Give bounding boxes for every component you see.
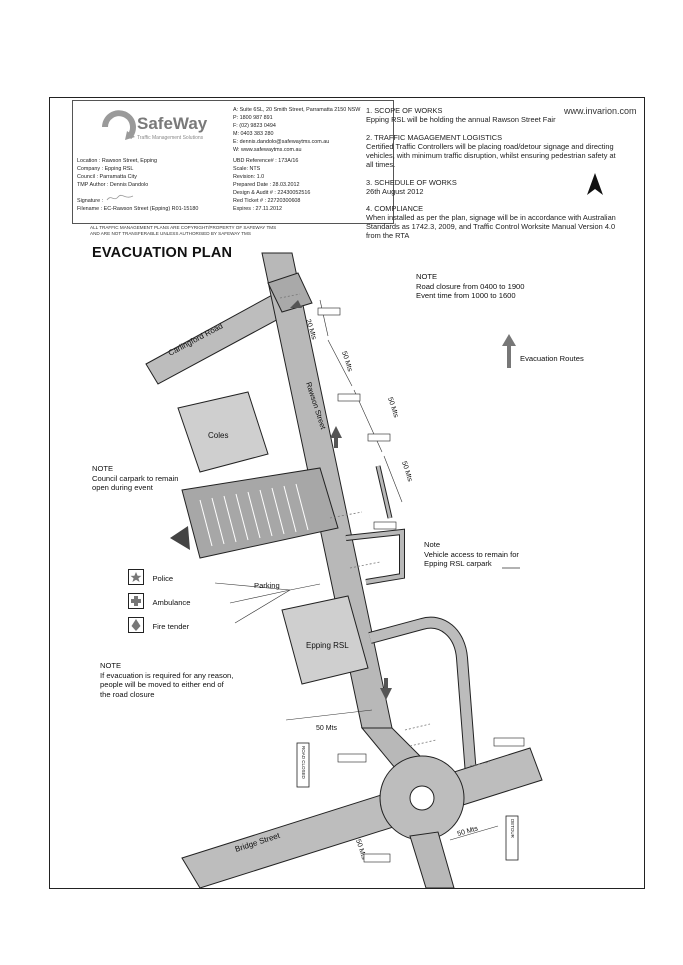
- fire-tender-icon: [128, 616, 144, 633]
- contact-block: A: Suite 6SL, 20 Smith Street, Parramatt…: [233, 106, 360, 154]
- road-closure-note: NOTE Road closure from 0400 to 1900 Even…: [416, 272, 525, 300]
- police-icon: [128, 568, 144, 585]
- carpark-bay-lines: [199, 483, 309, 547]
- red-ticket: Red Ticket # : 22720300608: [233, 198, 301, 204]
- legend-ambulance: Ambulance: [128, 592, 190, 610]
- distance-label: 50 Mts: [340, 350, 353, 373]
- roundabout-island: [409, 785, 435, 811]
- safeway-logo: SafeWay Traffic Management Solutions: [102, 110, 208, 141]
- detour-board-icon: [505, 815, 519, 861]
- ubd-reference: UBD Reference# : 173A/16: [233, 158, 299, 164]
- council-carpark-note: NOTE Council carpark to remain open duri…: [92, 464, 179, 492]
- compliance-section: 4. COMPLIANCE When installed as per the …: [366, 204, 628, 240]
- logistics-section: 2. TRAFFIC MAGAGEMENT LOGISTICS Certifie…: [366, 133, 616, 169]
- svg-text:ROAD CLOSED: ROAD CLOSED: [301, 746, 306, 780]
- parking-pointer-lines: [214, 582, 321, 624]
- side-lane: [376, 465, 392, 519]
- distance-label: 50 Mts: [386, 396, 399, 419]
- contact-fax: F: (02) 9823 0494: [233, 123, 276, 129]
- road-evacuation-arrows: [290, 300, 392, 700]
- contact-phone: P: 1800 987 891: [233, 115, 273, 121]
- plan-title: EVACUATION PLAN: [92, 245, 233, 261]
- road-closed-sign-icon: [493, 737, 525, 747]
- distance-label: 50 Mts: [457, 825, 480, 838]
- logo-text: SafeWay: [137, 114, 208, 133]
- distance-label: 50 Mts: [400, 460, 413, 483]
- design-audit: Design & Audit # : 22430052516: [233, 190, 311, 196]
- svg-text:DETOUR: DETOUR: [510, 819, 515, 839]
- legend-police: Police: [128, 568, 173, 586]
- coles-building: [177, 391, 269, 473]
- schedule-body: 26th August 2012: [366, 187, 424, 196]
- revision-field: Revision: 1.0: [233, 174, 265, 180]
- contact-email[interactable]: E: dennis.dandolo@safewaytms.com.au: [233, 139, 330, 145]
- evacuation-note: NOTE If evacuation is required for any r…: [100, 661, 234, 699]
- project-details: Location : Rawson Street, Epping Company…: [77, 157, 198, 213]
- distance-label: 50 Mts: [316, 725, 338, 732]
- road-closed-sign-icon: [367, 433, 391, 442]
- rsl-access-drive: [345, 529, 404, 584]
- legend-fire-tender: Fire tender: [128, 616, 189, 634]
- rsl-carpark-lane: [368, 617, 477, 789]
- schedule-section: 3. SCHEDULE OF WORKS 26th August 2012: [366, 178, 586, 196]
- scope-body: Epping RSL will be holding the annual Ra…: [366, 115, 556, 124]
- parking-label: Parking: [254, 581, 280, 590]
- author-field: TMP Author : Dennis Dandolo: [77, 182, 149, 188]
- epping-rsl-label: Epping RSL: [306, 641, 349, 650]
- evacuation-routes-label: Evacuation Routes: [520, 354, 584, 363]
- bridge-street: [181, 747, 543, 888]
- plan-sheet: SafeWay Traffic Management Solutions A: …: [49, 97, 645, 889]
- coles-label: Coles: [208, 431, 228, 440]
- logistics-body: Certified Traffic Controllers will be pl…: [366, 142, 616, 169]
- council-field: Council : Parramatta City: [77, 174, 137, 180]
- contact-address: A: Suite 6SL, 20 Smith Street, Parramatt…: [233, 107, 361, 113]
- location-field: Location : Rawson Street, Epping: [77, 158, 158, 164]
- carlingford-intersection: [267, 272, 313, 313]
- compliance-heading: 4. COMPLIANCE: [366, 204, 424, 213]
- evacuation-route-arrow-icon: [502, 334, 516, 368]
- contact-mobile: M: 0403 383 280: [233, 131, 274, 137]
- expires-field: Expires : 27.11.2012: [233, 206, 283, 212]
- signature-scribble: [106, 194, 133, 201]
- copyright-disclaimer: ALL TRAFFIC MANAGEMENT PLANS ARE COPYRIG…: [90, 225, 277, 236]
- road-closed-sign-icon: [337, 393, 361, 402]
- road-closed-sign-icon: [337, 753, 367, 763]
- logo-tagline: Traffic Management Solutions: [137, 135, 204, 141]
- signature-field: Signature :: [77, 194, 198, 205]
- carpark-exit-arrow-icon: [170, 526, 190, 550]
- north-arrow-icon: [587, 173, 603, 195]
- road-closed-sign-icon: [363, 853, 391, 863]
- vehicle-access-note: Note Vehicle access to remain for Epping…: [424, 540, 519, 568]
- schedule-heading: 3. SCHEDULE OF WORKS: [366, 178, 457, 187]
- company-field: Company : Epping RSL: [77, 166, 134, 172]
- scope-section: 1. SCOPE OF WORKS Epping RSL will be hol…: [366, 106, 592, 124]
- plan-reference: UBD Reference# : 173A/16 Scale: NTS Revi…: [233, 157, 310, 213]
- website-link[interactable]: www.invarion.com: [564, 106, 637, 116]
- site-map: Carlingford Road Rawson Street Bridge St…: [145, 252, 543, 888]
- detour-board-icon: [296, 742, 310, 788]
- compliance-body: When installed as per the plan, signage …: [366, 213, 616, 240]
- epping-rsl-building: [281, 595, 369, 685]
- title-block: SafeWay Traffic Management Solutions A: …: [72, 100, 394, 224]
- council-carpark: [181, 467, 339, 559]
- sign-group: ROAD CLOSED DETOUR: [296, 307, 525, 863]
- road-closed-sign-icon: [317, 307, 341, 316]
- contact-web[interactable]: W: www.safewaytms.com.au: [233, 147, 302, 153]
- road-closed-sign-icon: [373, 521, 397, 530]
- closure-hatching: [279, 293, 491, 767]
- scale-field: Scale: NTS: [233, 166, 261, 172]
- ambulance-icon: [128, 592, 144, 609]
- scope-heading: 1. SCOPE OF WORKS: [366, 106, 443, 115]
- prepared-date: Prepared Date : 28.03.2012: [233, 182, 300, 188]
- filename-field: Filename : EC-Rawson Street (Epping) R01…: [77, 206, 199, 212]
- logistics-heading: 2. TRAFFIC MAGAGEMENT LOGISTICS: [366, 133, 503, 142]
